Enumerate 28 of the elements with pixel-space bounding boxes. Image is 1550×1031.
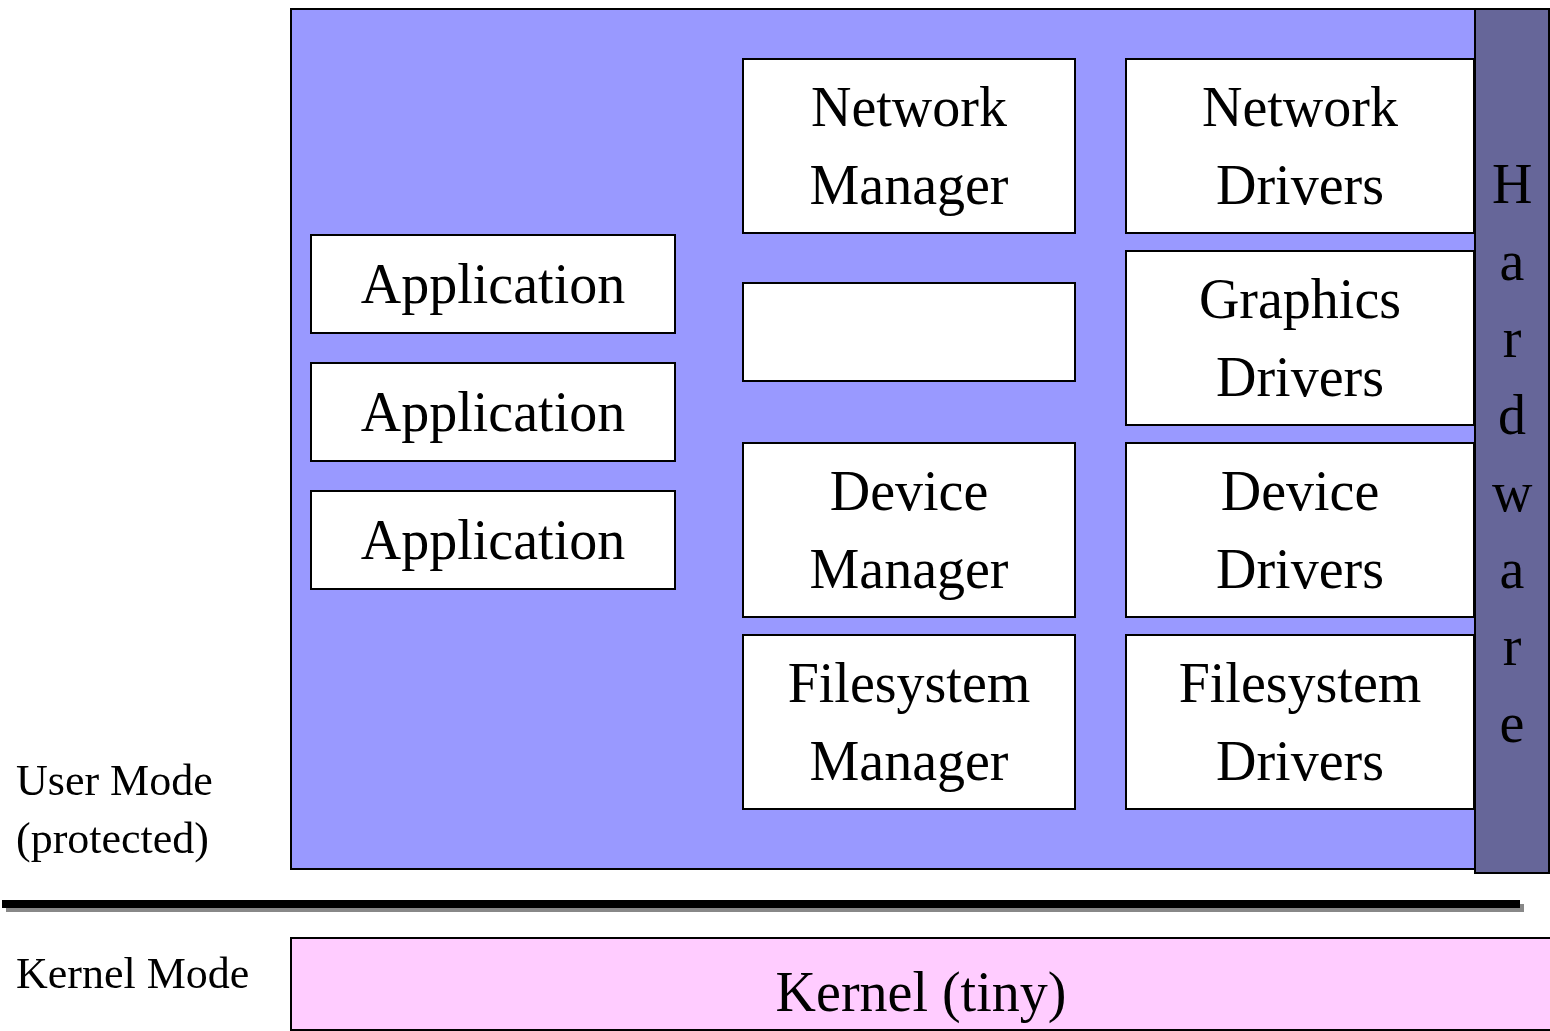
kernel-box: [290, 937, 1550, 1031]
box-label: Device Drivers: [1215, 459, 1385, 602]
component-box: [742, 282, 1076, 382]
box-label: Kernel (tiny): [775, 960, 1067, 1025]
box-label: Network Manager: [808, 75, 1010, 218]
hardware-bar: [1474, 8, 1550, 874]
mode-label: User Mode (protected): [16, 755, 214, 865]
manager-box: [742, 58, 1076, 234]
box-label: Filesystem Manager: [786, 651, 1032, 794]
box-label: Filesystem Drivers: [1177, 651, 1423, 794]
box-label: Graphics Drivers: [1197, 267, 1403, 410]
manager-box: [742, 634, 1076, 810]
application-box: [310, 490, 676, 590]
driver-box: [1125, 442, 1475, 618]
application-box: [310, 234, 676, 334]
driver-box: [1125, 634, 1475, 810]
application-box: [310, 362, 676, 462]
driver-box: [1125, 250, 1475, 426]
box-label: Network Drivers: [1201, 75, 1399, 218]
box-label: Application: [360, 508, 626, 573]
driver-box: [1125, 58, 1475, 234]
box-label: Device Manager: [808, 459, 1010, 602]
vertical-label: Hardware: [1492, 152, 1532, 756]
user-mode-region: [290, 8, 1476, 870]
mode-label: Kernel Mode: [16, 948, 251, 1000]
box-label: Application: [360, 252, 626, 317]
manager-box: [742, 442, 1076, 618]
box-label: Application: [360, 380, 626, 445]
